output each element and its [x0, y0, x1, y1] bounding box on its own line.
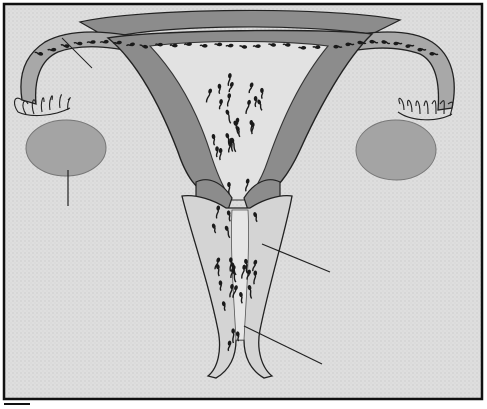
left-ovary — [26, 120, 106, 176]
right-ovary — [356, 120, 436, 180]
